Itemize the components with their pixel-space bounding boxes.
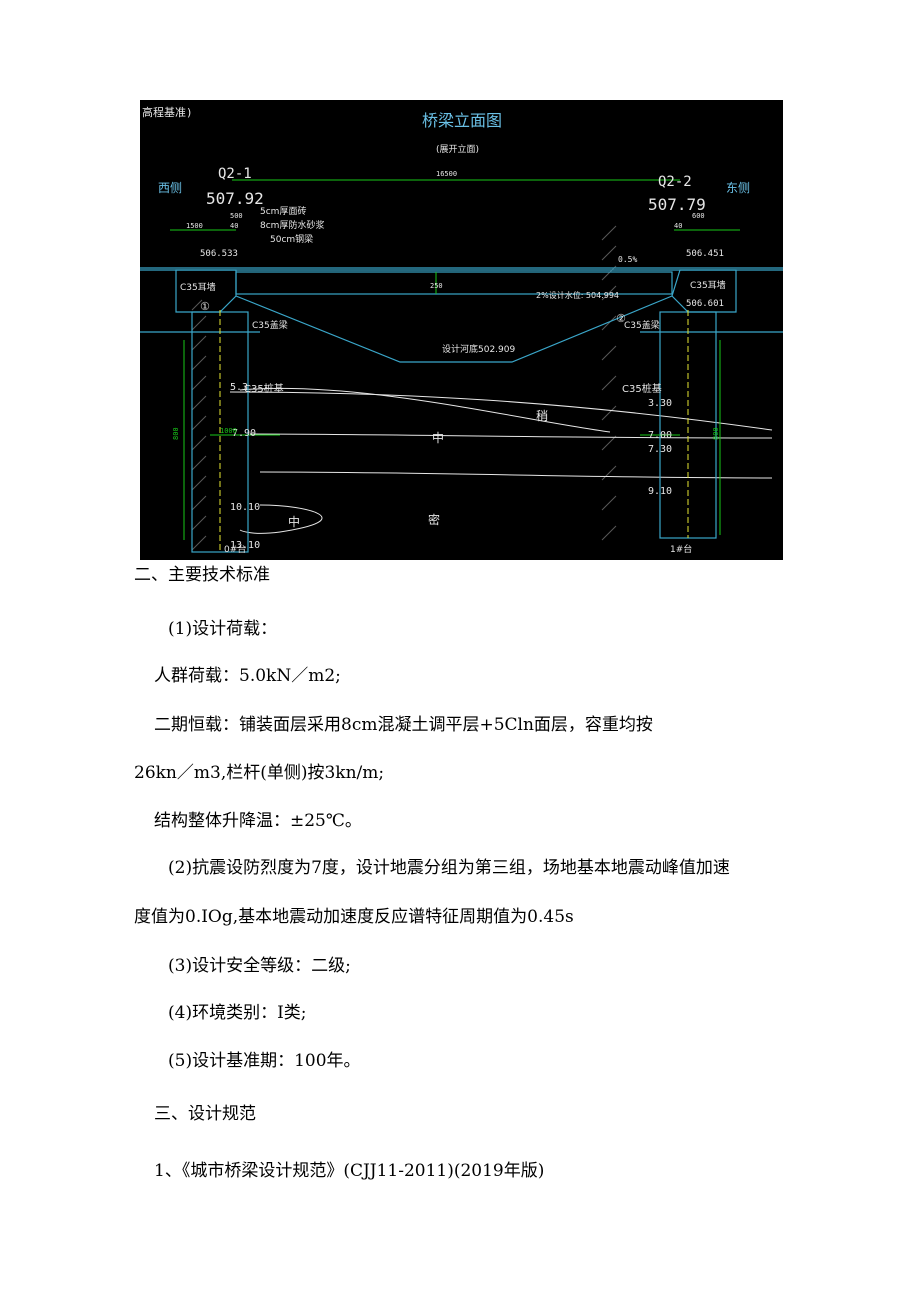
soil-label-medium: 中: [432, 430, 444, 445]
pile-diameter: 1000: [220, 427, 237, 435]
design-period-line: (5)设计基准期：100年。: [168, 1051, 361, 1071]
safety-grade-line: (3)设计安全等级：二级;: [168, 956, 351, 976]
dimension-lines: [170, 179, 740, 540]
section-heading-2: 二、主要技术标准: [134, 565, 270, 585]
right-top-elevation: 506.451: [686, 249, 724, 259]
right-elevation-label: 507.79: [648, 195, 706, 214]
soil-layer-lines: [229, 387, 773, 534]
right-abutment-label: C35耳墙: [690, 279, 726, 291]
design-load-item: (1)设计荷载：: [168, 619, 278, 639]
beam-depth-dim: 250: [430, 282, 443, 290]
soil-label-slightly: 稍: [536, 409, 548, 423]
depth-7-90: 7.90: [232, 428, 256, 439]
left-abutment: [175, 269, 237, 313]
seismic-line-2: 度值为0.IOg,基本地震动加速度反应谱特征周期值为0.45s: [134, 907, 574, 927]
dim-1500: 1500: [186, 222, 203, 230]
cad-drawing-svg: 高程基准) 桥梁立面图 (展开立面) Q2-1 507.92 Q2-2 507.…: [140, 100, 783, 560]
section-heading-3: 三、设计规范: [154, 1104, 256, 1124]
layer-2-label: 8cm厚防水砂浆: [260, 219, 324, 231]
dead-load-line-1: 二期恒载：铺装面层采用8cm混凝土调平层+5Cln面层，容重均按: [154, 715, 653, 735]
depth-3-30: 3.30: [648, 398, 672, 409]
depth-7-00: 7.00: [648, 430, 672, 441]
left-top-elevation: 506.533: [200, 249, 238, 259]
marker-2: ②: [616, 312, 626, 325]
right-pile-label: C35桩基: [622, 382, 662, 395]
environment-line: (4)环境类别：I类;: [168, 1003, 307, 1023]
left-elevation-label: 507.92: [206, 189, 264, 208]
right-soil-hatch: [601, 225, 617, 541]
crowd-load-line: 人群荷载：5.0kN／m2;: [154, 666, 341, 686]
drawing-subtitle: (展开立面): [436, 143, 479, 155]
right-pile-length: 800: [712, 427, 720, 440]
drawing-title: 桥梁立面图: [422, 111, 502, 130]
superstructure: [140, 267, 783, 553]
temperature-line: 结构整体升降温：±25℃。: [154, 811, 362, 831]
left-capbeam-label: C35盖梁: [252, 319, 288, 331]
layer-1-label: 5cm厚面砖: [260, 205, 306, 217]
soil-label-medium-left: 中: [288, 514, 300, 529]
abutment-0: 0#台: [224, 543, 246, 555]
dead-load-line-2: 26kn／m3,栏杆(单侧)按3kn/m;: [134, 763, 385, 783]
west-label: 西侧: [158, 181, 182, 195]
deck-beam: [235, 271, 673, 295]
right-bottom-elevation: 506.601: [686, 299, 724, 309]
riverbed-profile: [235, 295, 673, 363]
left-point-label: Q2-1: [218, 166, 252, 182]
dim-40-right: 40: [674, 222, 682, 230]
left-abutment-label: C35耳墙: [180, 281, 216, 293]
dim-40-left: 40: [230, 222, 238, 230]
slope-label: 0.5%: [618, 255, 637, 264]
bridge-elevation-drawing: 高程基准) 桥梁立面图 (展开立面) Q2-1 507.92 Q2-2 507.…: [140, 100, 783, 560]
depth-10-10: 10.10: [230, 502, 260, 513]
pile-centerlines: [219, 310, 689, 552]
east-label: 东侧: [726, 181, 750, 195]
depth-9-10: 9.10: [648, 486, 672, 497]
left-soil-hatch: [191, 299, 207, 551]
depth-13-10: 13.10: [230, 540, 260, 551]
marker-1: ①: [200, 300, 210, 313]
abutment-1: 1#台: [670, 543, 692, 555]
depth-7-30: 7.30: [648, 444, 672, 455]
depth-5-3: 5.3: [230, 382, 248, 393]
drawing-background: [140, 100, 783, 560]
right-capbeam-label: C35盖梁: [624, 319, 660, 331]
left-pile-length: 800: [172, 427, 180, 440]
code-reference-1: 1、《城市桥梁设计规范》(CJJ11-2011)(2019年版): [154, 1161, 545, 1181]
dim-600: 600: [692, 212, 705, 220]
dim-500: 500: [230, 212, 243, 220]
seismic-line-1: (2)抗震设防烈度为7度，设计地震分组为第三组，场地基本地震动峰值加速: [168, 858, 730, 878]
layer-3-label: 50cm钢梁: [270, 233, 313, 245]
right-point-label: Q2-2: [658, 174, 692, 190]
left-pile-label: C35桩基: [244, 382, 284, 395]
riverbed-label: 设计河底502.909: [442, 343, 515, 355]
soil-label-dense: 密: [428, 512, 440, 527]
span-dimension: 16500: [436, 170, 457, 178]
water-level-label: 2%设计水位: 504.994: [536, 290, 619, 300]
corner-label: 高程基准): [142, 105, 193, 119]
